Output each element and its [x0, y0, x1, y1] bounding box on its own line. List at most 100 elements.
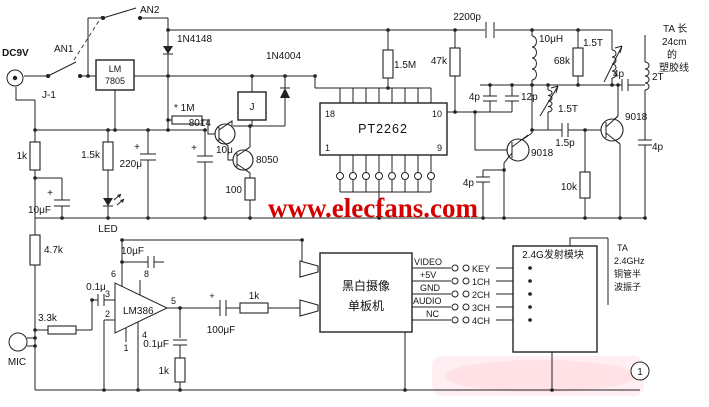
- address-pad: [414, 172, 422, 180]
- cap-2200p: [485, 22, 495, 38]
- label-relay-j: J: [250, 102, 255, 113]
- label-1k-b: 1k: [249, 291, 261, 302]
- label-3.3k: 3.3k: [38, 313, 58, 324]
- coil-1p5T-antenna: [611, 49, 617, 79]
- label-1.5M: 1.5M: [394, 60, 416, 71]
- label-4ch: 4CH: [472, 316, 490, 326]
- relay-box: [237, 91, 267, 121]
- label-audio: AUDIO: [413, 296, 442, 306]
- junction-dots: [33, 28, 647, 392]
- diode-1N4148: [163, 46, 173, 55]
- label-pin2: 2: [105, 309, 110, 319]
- cap-10u: [197, 155, 213, 163]
- label-9018-a: 9018: [531, 148, 554, 159]
- label-5v: +5V: [420, 270, 436, 280]
- transistor-8050-lines: [236, 146, 251, 174]
- cap-0.1u: [97, 294, 105, 306]
- cap-1.5p: [561, 123, 569, 137]
- label-mic: MIC: [8, 357, 26, 368]
- label-ant2-3: 铜管半: [614, 268, 641, 279]
- resistor-47k: [449, 47, 461, 77]
- label-pin4: 4: [142, 330, 147, 340]
- resistor-1k-a: [29, 141, 41, 171]
- label-12p: 12p: [521, 92, 538, 103]
- plug-lower: [299, 299, 319, 317]
- label-68k: 68k: [554, 56, 571, 67]
- label-reg-7805: 7805: [105, 76, 125, 86]
- label-pin5: 5: [171, 296, 176, 306]
- label-ant1-1: TA 长: [663, 23, 687, 35]
- switch-terminal-dots: [46, 16, 143, 78]
- label-2200p: 2200p: [453, 12, 481, 23]
- label-100: 100: [225, 185, 242, 196]
- label-1ch: 1CH: [472, 277, 490, 287]
- label-1n4148: 1N4148: [177, 34, 212, 45]
- microphone-symbol: [8, 332, 28, 352]
- label-led: LED: [98, 224, 117, 235]
- led-indicator: [103, 193, 125, 207]
- label-0.1uF: 0.1μF: [143, 339, 169, 350]
- cap-4p-antenna: [621, 79, 629, 91]
- resistor-100: [244, 177, 256, 201]
- note-circle: [630, 361, 650, 381]
- address-pad: [388, 172, 396, 180]
- label-ant1-4: 塑胶线: [659, 61, 689, 74]
- address-pad: [349, 172, 357, 180]
- address-pads: [336, 172, 435, 180]
- pad-nc: [451, 316, 459, 324]
- label-9018-b: 9018: [625, 112, 648, 123]
- regulator-lm7805-box: [95, 59, 135, 91]
- resistor-4.7k: [29, 234, 41, 266]
- resistor-1.5k: [102, 141, 114, 171]
- label-1.5k: 1.5k: [81, 150, 101, 161]
- ic-pt2262-box: [319, 102, 448, 156]
- interconnect-pads: [451, 264, 470, 324]
- label-pin9: 9: [437, 143, 442, 153]
- inductor-10uH: [531, 35, 537, 81]
- pad-key: [462, 264, 470, 272]
- address-pad: [427, 172, 435, 180]
- plus-10u: +: [191, 143, 197, 154]
- ganged-switch-link: [73, 15, 103, 61]
- label-gnd: GND: [420, 283, 441, 293]
- label-8014: 8014: [189, 118, 212, 129]
- resistor-3.3k: [47, 325, 77, 335]
- address-pad: [362, 172, 370, 180]
- diode-1N4004-body: [280, 88, 290, 98]
- label-pin10: 10: [432, 109, 442, 119]
- diode-1N4004: [280, 87, 290, 98]
- pad-1ch: [462, 277, 470, 285]
- trimmer-arrow-osc: [539, 85, 559, 117]
- label-pin3: 3: [105, 289, 110, 299]
- cap-4p-emitter: [476, 176, 490, 183]
- cap-10uF-a: [54, 199, 70, 207]
- label-100uF: 100μF: [207, 325, 236, 336]
- label-4p-right: 4p: [652, 142, 664, 153]
- label-10uF-a: 10μF: [28, 205, 51, 216]
- faint-watermark-2: [445, 360, 635, 392]
- label-pin8: 8: [144, 269, 149, 279]
- cap-220u: [140, 153, 156, 161]
- coil-1p5T-osc: [547, 89, 553, 113]
- resistor-1k-b: [239, 302, 269, 314]
- label-0.1u: 0.1μ: [86, 282, 106, 293]
- pad-4ch: [462, 316, 470, 324]
- label-dc9v: DC9V: [2, 48, 29, 59]
- diode-1N4148-body: [163, 46, 173, 54]
- label-1.5T-osc: 1.5T: [558, 104, 578, 115]
- address-pad: [336, 172, 344, 180]
- label-pt2262: PT2262: [358, 122, 408, 136]
- label-note-1: 1: [637, 367, 643, 378]
- cap-10uF-b: [147, 256, 155, 268]
- pad-video: [451, 264, 459, 272]
- transistor-8050: [232, 146, 254, 174]
- label-4p-emitter: 4p: [463, 178, 475, 189]
- label-10uH: 10μH: [539, 34, 563, 45]
- led-arrow-2: [120, 199, 124, 203]
- pad-gnd: [451, 290, 459, 298]
- label-an2: AN2: [140, 5, 160, 16]
- label-1m: * 1M: [174, 103, 195, 114]
- label-nc: NC: [426, 309, 439, 319]
- label-4.7k: 4.7k: [44, 245, 64, 256]
